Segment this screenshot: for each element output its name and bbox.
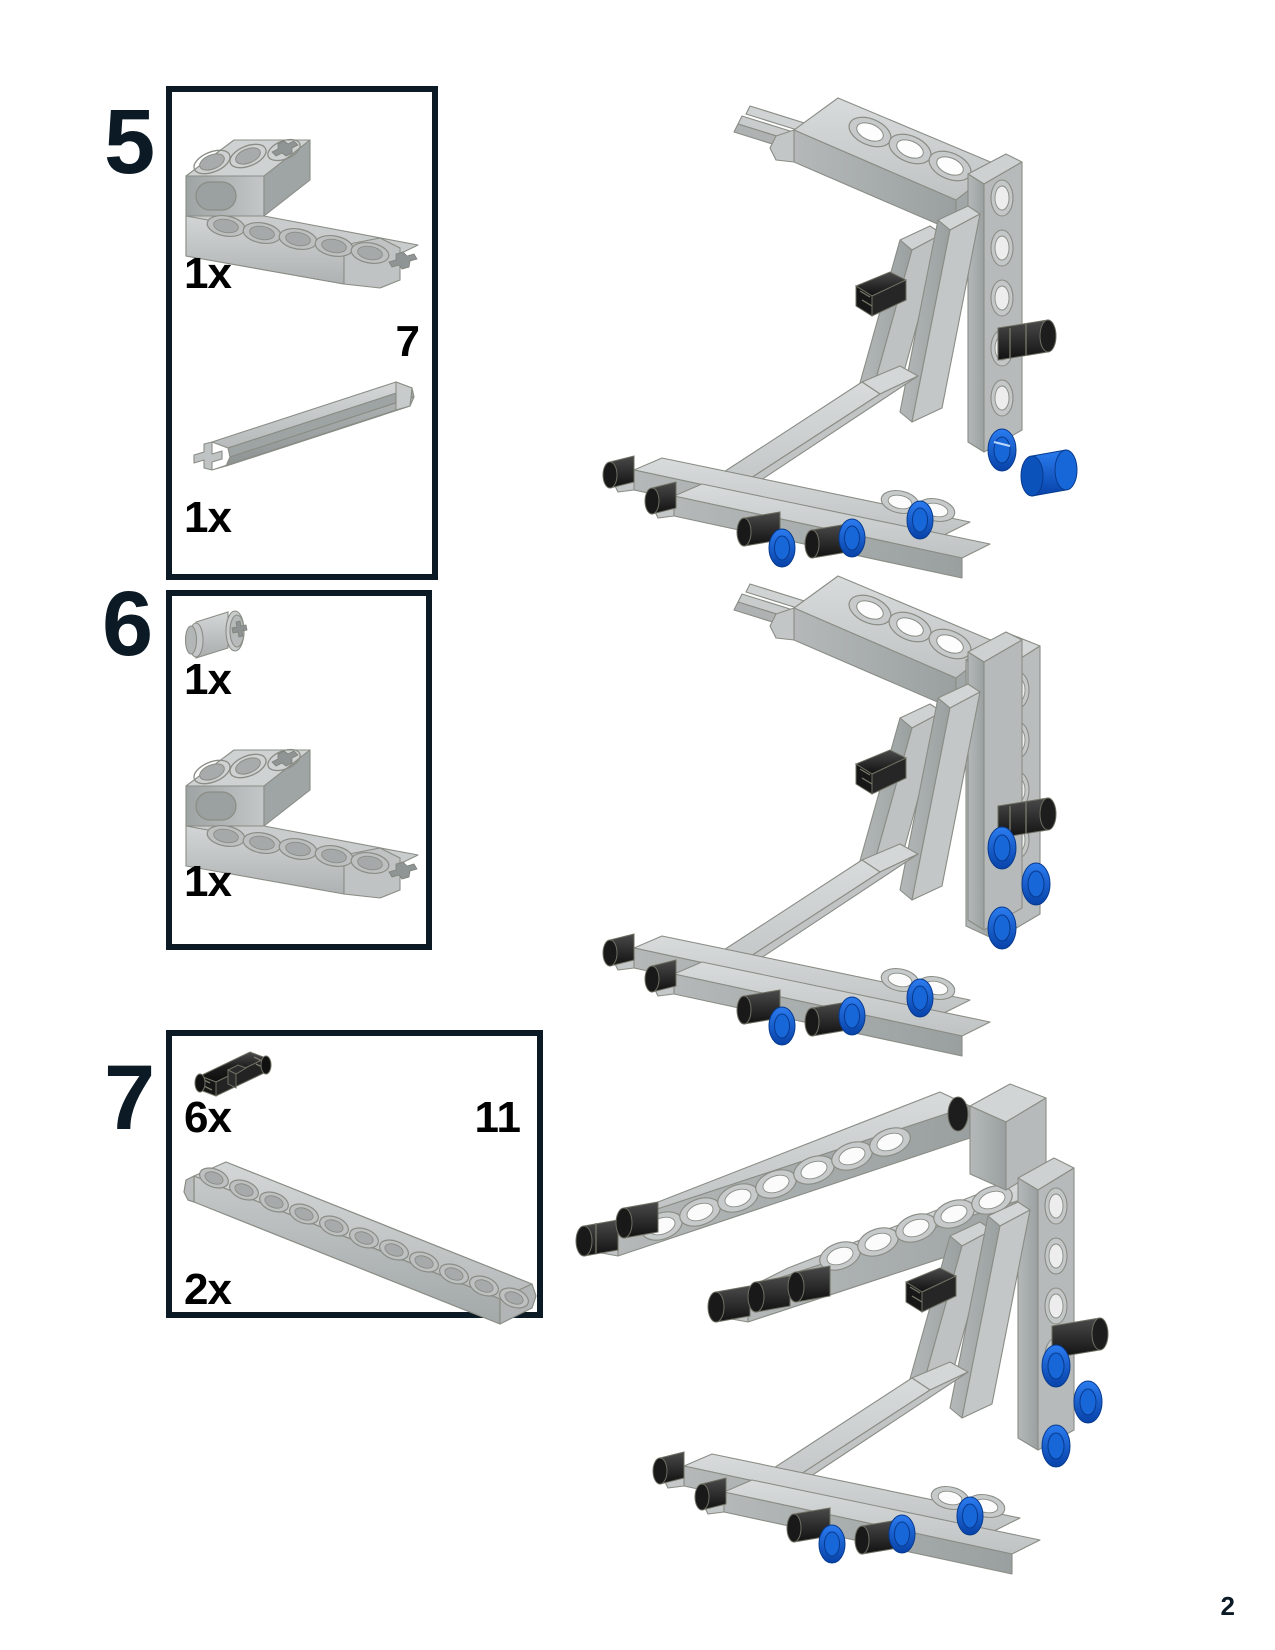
step-number-6: 6 xyxy=(102,573,153,675)
parts-box-step-7: 6x 11 xyxy=(166,1030,543,1325)
axle-icon xyxy=(182,370,424,486)
parts-box-step-6: 1x xyxy=(166,590,432,950)
beam-icon xyxy=(180,1158,538,1328)
assembly-illustration-3 xyxy=(540,1010,1110,1575)
quantity-label: 1x xyxy=(184,493,232,542)
quantity-label: 2x xyxy=(184,1265,232,1314)
part-length-label: 11 xyxy=(474,1093,521,1142)
page-number: 2 xyxy=(1220,1591,1235,1621)
connector-pin-icon xyxy=(184,1046,278,1104)
part-length-label: 7 xyxy=(395,317,420,366)
bushing-icon xyxy=(182,604,264,666)
quantity-label: 1x xyxy=(184,857,232,906)
angular-beam-icon xyxy=(174,98,422,313)
step-number-7: 7 xyxy=(104,1047,155,1149)
quantity-label: 6x xyxy=(184,1093,232,1142)
assembly-illustration-2 xyxy=(570,548,1090,1057)
angular-beam-icon xyxy=(174,708,422,923)
step-number-5: 5 xyxy=(104,91,155,193)
quantity-label: 1x xyxy=(184,249,232,298)
parts-box-step-5: 1x 7 xyxy=(166,86,438,580)
assembly-illustration-1 xyxy=(570,70,1090,579)
quantity-label: 1x xyxy=(184,655,232,704)
